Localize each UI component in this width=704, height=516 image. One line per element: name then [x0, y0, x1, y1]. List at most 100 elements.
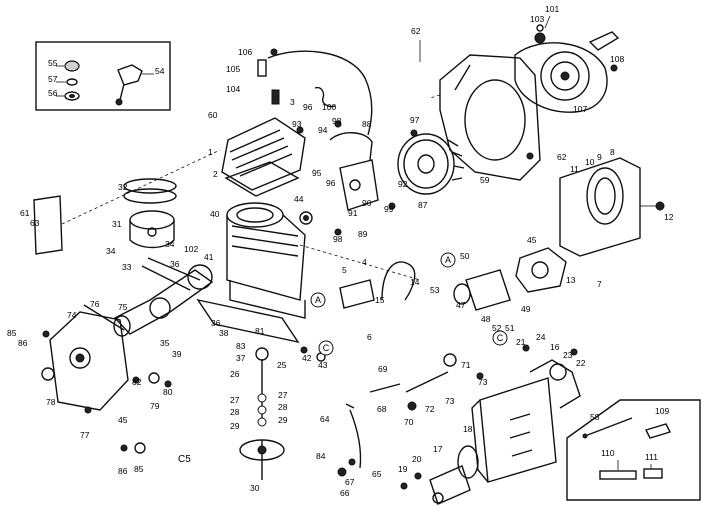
callout-6: 6 — [367, 332, 372, 342]
callout-98: 98 — [332, 116, 342, 126]
callout-19: 19 — [398, 464, 408, 474]
callout-61: 61 — [20, 208, 30, 218]
callout-73: 73 — [478, 377, 488, 387]
blower-housing — [419, 40, 541, 181]
callout-72: 72 — [425, 404, 435, 414]
cylinder-head — [221, 117, 306, 197]
muffler — [471, 359, 581, 483]
callout-34: 34 — [106, 246, 116, 256]
callout-57: 57 — [48, 74, 58, 84]
callout-7: 7 — [597, 279, 602, 289]
callout-81: 81 — [255, 326, 265, 336]
bracket — [33, 149, 221, 255]
callout-109: 109 — [655, 406, 669, 416]
callout-59: 59 — [480, 175, 490, 185]
callout-10: 10 — [585, 157, 595, 167]
callout-29: 29 — [278, 415, 288, 425]
callout-50: 50 — [460, 251, 470, 261]
callout-16: 16 — [550, 342, 560, 352]
callout-96: 96 — [326, 178, 336, 188]
callout-53: 53 — [430, 285, 440, 295]
callout-4: 4 — [362, 257, 367, 267]
callout-62: 62 — [411, 26, 421, 36]
callout-18: 18 — [463, 424, 473, 434]
crankshaft — [113, 257, 214, 337]
callout-70: 70 — [404, 417, 414, 427]
callout-89: 89 — [358, 229, 368, 239]
callout-56: 56 — [48, 88, 58, 98]
callout-13: 13 — [566, 275, 576, 285]
callout-87: 87 — [418, 200, 428, 210]
callout-49: 49 — [521, 304, 531, 314]
callout-102: 102 — [184, 244, 198, 254]
carburetor — [453, 247, 567, 311]
callout-90: 90 — [362, 198, 372, 208]
callout-99: 99 — [384, 204, 394, 214]
callout-82: 82 — [132, 377, 142, 387]
callout-28: 28 — [230, 407, 240, 417]
callout-71: 71 — [461, 360, 471, 370]
inset-box-top-left — [35, 41, 171, 111]
reference-letter-c: C — [497, 333, 504, 343]
reference-letter-a: A — [315, 295, 321, 305]
callout-54: 54 — [155, 66, 165, 76]
callout-76: 76 — [90, 299, 100, 309]
spark-plug-wire — [257, 50, 373, 136]
callout-38: 38 — [219, 328, 229, 338]
callout-101: 101 — [545, 4, 559, 14]
callout-68: 68 — [377, 404, 387, 414]
callout-86: 86 — [18, 338, 28, 348]
inset-box-bottom-right — [566, 399, 701, 501]
callout-58: 58 — [590, 412, 600, 422]
callout-35: 35 — [160, 338, 170, 348]
callout-34: 34 — [165, 239, 175, 249]
callout-86: 86 — [118, 466, 128, 476]
callout-63: 63 — [30, 218, 40, 228]
callout-23: 23 — [563, 350, 573, 360]
throttle-control — [337, 353, 457, 477]
recoil-starter-assembly — [514, 15, 620, 113]
callout-26: 26 — [230, 369, 240, 379]
fuel-line — [299, 244, 421, 309]
callout-107: 107 — [573, 104, 587, 114]
exhaust-flange — [429, 445, 479, 505]
callout-41: 41 — [204, 252, 214, 262]
diagram-code: C5 — [178, 454, 191, 465]
callout-11: 11 — [570, 164, 579, 174]
callout-28: 28 — [278, 402, 288, 412]
air-cleaner — [559, 157, 665, 257]
callout-95: 95 — [312, 168, 322, 178]
callout-17: 17 — [433, 444, 443, 454]
callout-106: 106 — [238, 47, 252, 57]
crankcase-cover — [41, 304, 129, 411]
callout-8: 8 — [610, 147, 615, 157]
flywheel — [397, 133, 465, 195]
callout-85: 85 — [7, 328, 17, 338]
callout-100: 100 — [322, 102, 336, 112]
valve-train — [239, 347, 285, 480]
callout-66: 66 — [340, 488, 350, 498]
callout-80: 80 — [163, 387, 173, 397]
callout-98: 98 — [333, 234, 343, 244]
callout-44: 44 — [294, 194, 304, 204]
callout-32: 32 — [118, 182, 128, 192]
callout-110: 110 — [601, 448, 615, 458]
callout-67: 67 — [345, 477, 355, 487]
callout-64: 64 — [320, 414, 330, 424]
callout-111: 111 — [645, 452, 658, 462]
callout-92: 92 — [398, 179, 408, 189]
callout-93: 93 — [292, 119, 302, 129]
callout-31: 31 — [112, 219, 122, 229]
callout-69: 69 — [378, 364, 388, 374]
callout-74: 74 — [67, 310, 77, 320]
cylinder-crankcase — [226, 202, 306, 319]
callout-21: 21 — [516, 337, 526, 347]
reference-letters: A C A C — [310, 252, 508, 356]
callout-48: 48 — [481, 314, 491, 324]
callout-14: 14 — [410, 277, 420, 287]
callout-36: 36 — [170, 259, 180, 269]
callout-97: 97 — [410, 115, 420, 125]
callout-62: 62 — [557, 152, 567, 162]
callout-75: 75 — [118, 302, 128, 312]
